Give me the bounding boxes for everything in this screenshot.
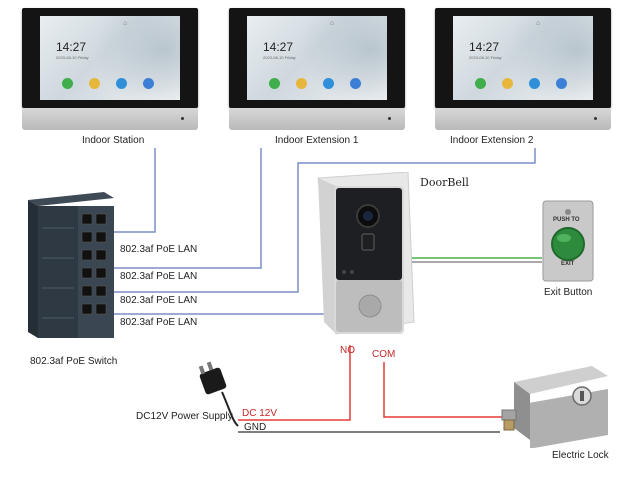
indoor-extension-2-monitor: ⌂ 14:27 2023-08-10 Friday xyxy=(435,8,611,130)
power-supply-cable xyxy=(221,391,239,427)
indoor-extension-2-label: Indoor Extension 2 xyxy=(450,135,534,146)
home-icon: ⌂ xyxy=(330,20,335,27)
message-app-icon xyxy=(89,78,100,89)
indicator-light xyxy=(181,117,184,120)
indoor-station-monitor: ⌂ 14:27 2023-08-10 Friday xyxy=(22,8,198,130)
call-app-icon xyxy=(269,78,280,89)
electric-lock-device xyxy=(501,366,608,448)
no-terminal-label: NO xyxy=(340,345,355,356)
monitor-screen: ⌂ 14:27 2023-08-10 Friday xyxy=(40,16,180,100)
exit-button-push-text: PUSH TO xyxy=(553,217,580,223)
monitor-app-icon xyxy=(116,78,127,89)
lan-wire-indoor-station xyxy=(110,148,156,233)
doorbell-label: DoorBell xyxy=(420,176,469,189)
lan-label-3: 802.3af PoE LAN xyxy=(120,295,198,306)
indicator-light xyxy=(594,117,597,120)
indoor-station-label: Indoor Station xyxy=(82,135,145,146)
clock-time: 14:27 xyxy=(263,40,294,54)
exit-button-exit-text: EXIT xyxy=(561,261,575,267)
no-wire xyxy=(238,345,351,421)
monitor-screen: ⌂ 14:27 2023-08-10 Friday xyxy=(247,16,387,100)
clock-time: 14:27 xyxy=(56,40,87,54)
lan-label-1: 802.3af PoE LAN xyxy=(120,244,198,255)
message-app-icon xyxy=(296,78,307,89)
com-wire xyxy=(383,362,510,418)
exit-button-device xyxy=(542,200,594,282)
monitor-app-icon xyxy=(323,78,334,89)
monitor-app-icon xyxy=(529,78,540,89)
indicator-light xyxy=(388,117,391,120)
monitor-screen: ⌂ 14:27 2023-08-10 Friday xyxy=(453,16,593,100)
power-supply-label: DC12V Power Supply xyxy=(136,411,233,422)
power-supply-adapter xyxy=(198,361,227,395)
clock-date: 2023-08-10 Friday xyxy=(56,55,89,60)
home-icon: ⌂ xyxy=(536,20,541,27)
com-terminal-label: COM xyxy=(372,349,396,360)
clock-date: 2023-08-10 Friday xyxy=(469,55,502,60)
lan-label-2: 802.3af PoE LAN xyxy=(120,271,198,282)
call-app-icon xyxy=(475,78,486,89)
electric-lock-label: Electric Lock xyxy=(552,450,609,461)
indoor-extension-1-label: Indoor Extension 1 xyxy=(275,135,359,146)
indoor-extension-1-monitor: ⌂ 14:27 2023-08-10 Friday xyxy=(229,8,405,130)
message-app-icon xyxy=(502,78,513,89)
lan-wire-extension-2 xyxy=(110,148,536,293)
home-icon: ⌂ xyxy=(123,20,128,27)
exit-button-label: Exit Button xyxy=(544,287,593,298)
settings-app-icon xyxy=(556,78,567,89)
poe-switch xyxy=(28,192,114,338)
lan-label-4: 802.3af PoE LAN xyxy=(120,317,198,328)
clock-time: 14:27 xyxy=(469,40,500,54)
poe-switch-label: 802.3af PoE Switch xyxy=(30,356,118,367)
doorbell-device xyxy=(317,172,415,335)
call-app-icon xyxy=(62,78,73,89)
settings-app-icon xyxy=(350,78,361,89)
dc12v-label: DC 12V xyxy=(242,408,278,419)
lan-wire-extension-1 xyxy=(110,148,262,269)
gnd-label: GND xyxy=(244,422,267,433)
clock-date: 2023-08-10 Friday xyxy=(263,55,296,60)
settings-app-icon xyxy=(143,78,154,89)
